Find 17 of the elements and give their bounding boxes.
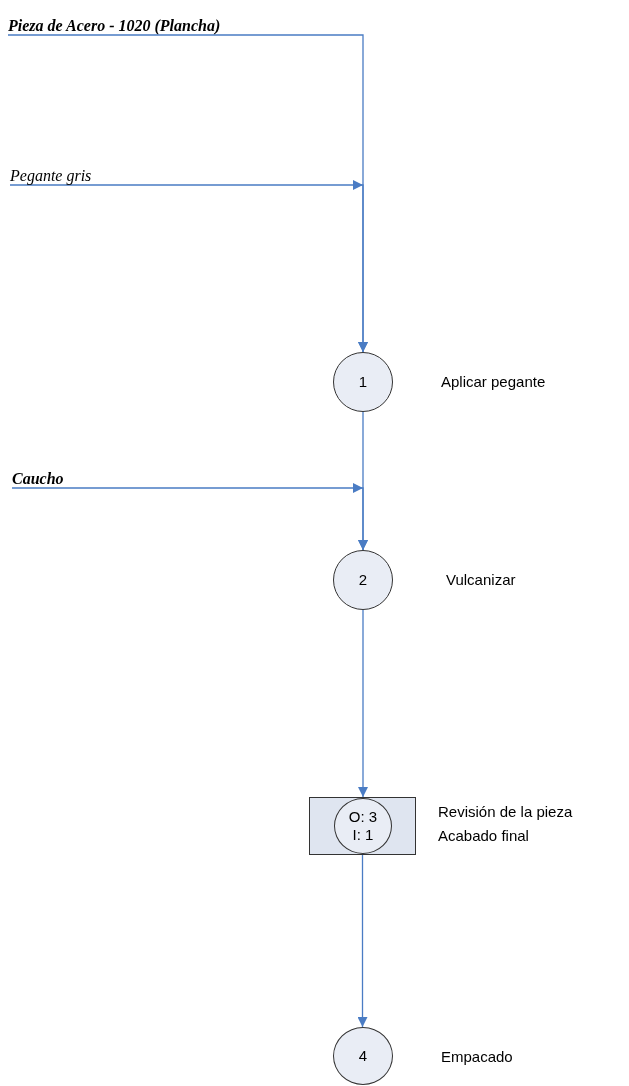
operation-number: O: 3 [348,808,378,826]
operation-circle [334,798,392,854]
step-description: Vulcanizar [446,570,516,590]
operation-circle [333,550,393,610]
operation-circle [333,352,393,412]
operation-number: 2 [358,571,368,589]
operation-number: 1 [358,373,368,391]
step-description: Aplicar pegante [441,372,546,392]
material-label: Pieza de Acero - 1020 (Plancha) [8,12,308,35]
step-description: Revisión de la pieza [438,802,573,822]
operation-number: 4 [358,1047,368,1065]
step-description: Empacado [441,1047,513,1067]
operation-number: I: 1 [352,826,374,844]
combined-activity-box [309,797,416,855]
material-label: Caucho [12,467,132,488]
material-label: Pegante gris [10,163,310,185]
step-description: Acabado final [438,826,530,846]
